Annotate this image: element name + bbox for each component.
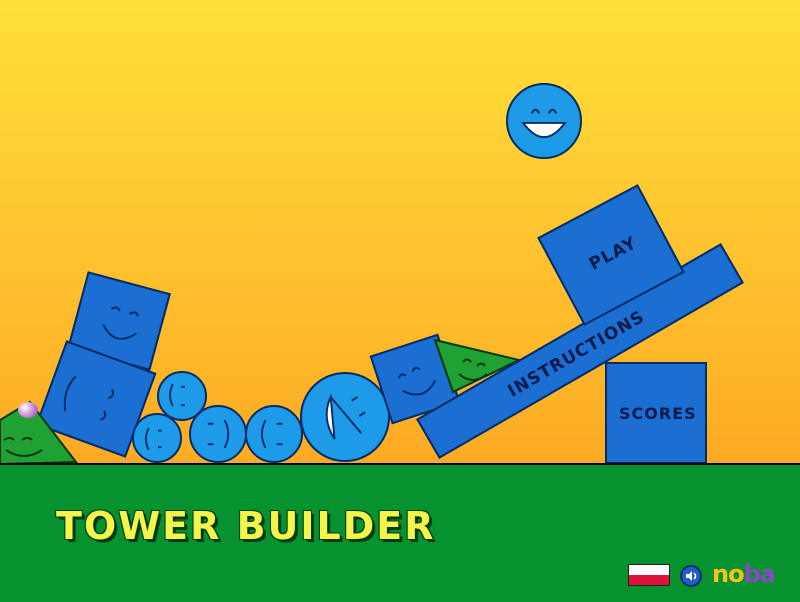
square-block-middle [369, 333, 461, 425]
happy-ball [506, 83, 582, 159]
triangle-block-right [433, 338, 521, 394]
scores-label: SCORES [619, 404, 697, 423]
square-block-bottom [35, 340, 157, 458]
game-title: TOWER BUILDER [56, 504, 436, 548]
noba-logo[interactable]: noba [712, 560, 776, 588]
scores-button[interactable]: SCORES [605, 362, 707, 464]
square-block-top [67, 271, 171, 371]
poland-flag-icon[interactable] [628, 564, 670, 586]
play-label: PLAY [585, 232, 641, 275]
small-ball-2 [132, 413, 182, 463]
big-ball [300, 372, 390, 462]
triangle-block-left [0, 400, 78, 464]
speaker-icon[interactable] [680, 565, 702, 587]
small-ball-3 [189, 405, 247, 463]
small-ball-4 [245, 405, 303, 463]
pink-gem-icon [18, 402, 38, 418]
